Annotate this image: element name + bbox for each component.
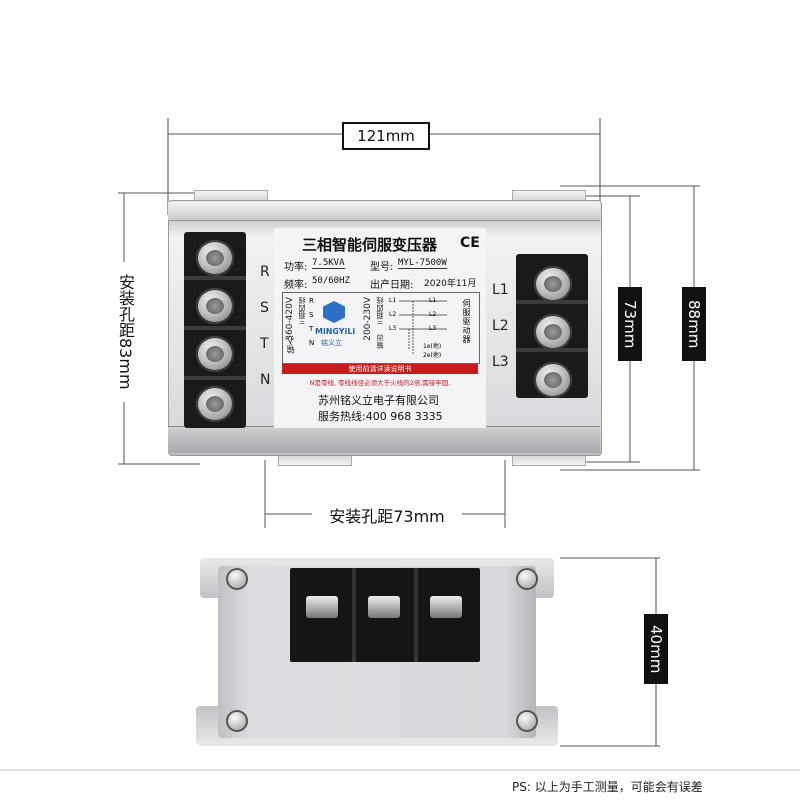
company-name: 苏州铭义立电子有限公司 [318, 394, 439, 407]
screw-icon[interactable] [534, 362, 572, 398]
notice-banner: 使用前请详读说明书 [282, 364, 478, 374]
transformer-side-view [196, 556, 558, 748]
ground-label-2: 2e(地) [423, 352, 442, 359]
input-term-s: S [309, 311, 314, 319]
warning-text: N是零线, 零线线径必须大于火线的2倍,需接牢固. [309, 379, 451, 387]
mount-hole-bottom-label: 安装孔距73mm [312, 503, 462, 526]
housing-top-rail [168, 202, 600, 221]
screw-icon[interactable] [534, 314, 572, 350]
terminal-rib [516, 348, 588, 352]
power-value: 7.5KVA [312, 258, 345, 269]
ground-label-1: 1e(地) [423, 343, 442, 350]
mount-hole-left-label: 安装孔距83mm [114, 262, 136, 402]
terminal-label-r: R [260, 264, 270, 280]
terminal-label-n: N [260, 372, 271, 388]
screw-icon[interactable] [534, 266, 572, 302]
footnote: PS: 以上为手工测量，可能会有误差 [512, 780, 703, 794]
date-label: 出产日期: [370, 280, 414, 291]
terminal-label-l1: L1 [492, 282, 509, 298]
input-term-t: T [309, 325, 314, 333]
model-label: 型号: [370, 262, 394, 273]
screw-icon[interactable] [196, 386, 234, 422]
screw-icon[interactable] [196, 336, 234, 372]
output-label: 输出: [376, 333, 384, 350]
terminal-rib [184, 326, 246, 330]
screw-icon[interactable] [196, 240, 234, 276]
transformer-top-view: R S T N L1 L2 L3 三相智能伺服变压器 CE 功率: 7.5KVA… [168, 190, 602, 466]
date-value: 2020年11月 [424, 279, 477, 289]
output-term-l1-right: L1 [429, 297, 437, 304]
terminal-divider [352, 568, 356, 662]
housing-bottom-rail [168, 426, 600, 453]
output-term-l2: L2 [389, 311, 397, 318]
output-term-l3: L3 [389, 325, 397, 332]
inner-73-label: 73mm [618, 287, 642, 361]
terminal-clamp-icon[interactable] [306, 596, 338, 618]
input-term-n: N [309, 339, 315, 347]
terminal-label-l2: L2 [492, 318, 509, 334]
freq-label: 频率: [284, 280, 308, 291]
output-term-l2-right: L2 [429, 311, 437, 318]
terminal-label-t: T [260, 336, 269, 352]
output-term-l3-right: L3 [429, 325, 437, 332]
terminal-rib [184, 276, 246, 280]
brand-name: MiNGYiLi [315, 327, 356, 336]
output-term-l1: L1 [389, 297, 397, 304]
plate-title: 三相智能伺服变压器 [302, 236, 438, 254]
corner-screw-icon [516, 710, 538, 732]
output-side-label: 三相四线 [376, 297, 384, 325]
terminal-rib [184, 376, 246, 380]
wiring-lines [399, 300, 447, 355]
servo-driver-label: 伺服驱动器 [462, 299, 471, 344]
terminal-rib [516, 300, 588, 304]
wiring-diagram: 三相四线 输入: 360-420V R S T N MiNGYiLi 铭义立 2… [282, 292, 480, 364]
terminal-label-l3: L3 [492, 354, 509, 370]
input-voltage: 360-420V [285, 297, 295, 341]
corner-screw-icon [516, 568, 538, 590]
output-voltage: 200-230V [363, 297, 373, 341]
height-40-label: 40mm [644, 614, 668, 684]
power-label: 功率: [284, 262, 308, 273]
screw-icon[interactable] [196, 288, 234, 324]
input-term-r: R [309, 297, 314, 305]
corner-screw-icon [226, 568, 248, 590]
terminal-divider [414, 568, 418, 662]
brand-name-cn: 铭义立 [321, 339, 342, 347]
corner-screw-icon [226, 710, 248, 732]
freq-value: 50/60HZ [312, 276, 350, 286]
width-dimension-label: 121mm [342, 122, 430, 150]
brand-logo-icon [323, 301, 345, 323]
inner-88-label: 88mm [682, 287, 706, 361]
ce-mark: CE [460, 235, 480, 251]
nameplate: 三相智能伺服变压器 CE 功率: 7.5KVA 型号: MYL-7500W 频率… [274, 228, 486, 428]
terminal-label-s: S [260, 300, 269, 316]
terminal-clamp-icon[interactable] [368, 596, 400, 618]
model-value: MYL-7500W [398, 258, 447, 269]
service-hotline: 服务热线:400 968 3335 [318, 410, 443, 423]
input-side-label: 三相四线 [298, 297, 306, 325]
terminal-clamp-icon[interactable] [430, 596, 462, 618]
